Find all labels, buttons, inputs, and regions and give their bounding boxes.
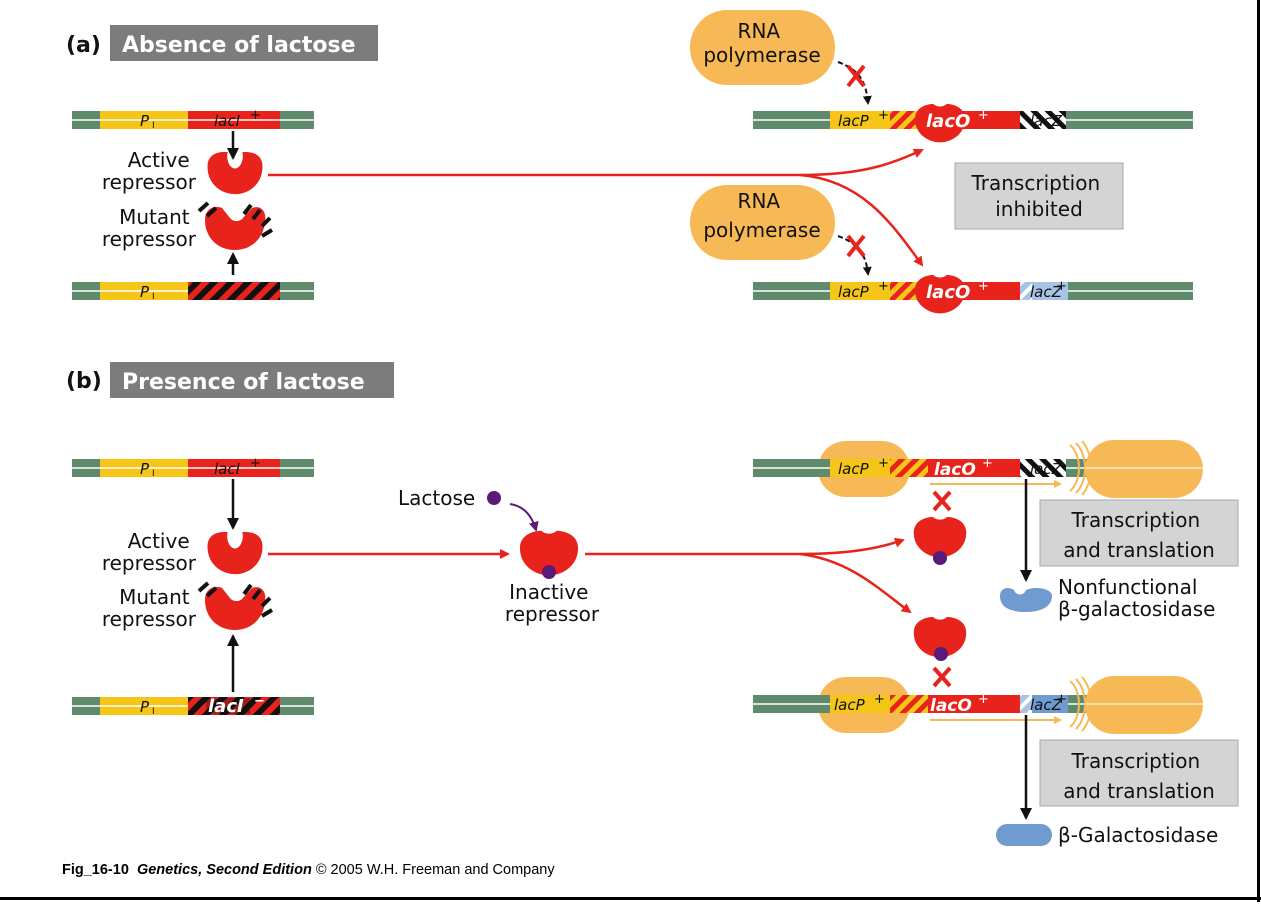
promoter-pi-sub: I [152, 121, 155, 131]
laco-label-b1: lacO [934, 460, 976, 480]
caption-book-title: Genetics, Second Edition [136, 862, 312, 878]
lacz-label-a2: lacZ [1030, 283, 1063, 301]
lacp-plus-b1: + [878, 456, 889, 471]
promoter-pi-label-3: P [140, 460, 150, 478]
transcription-inhibited-box: Transcription inhibited [954, 162, 1124, 230]
x-mark-icon [846, 234, 866, 258]
lactose-label: Lactose [398, 486, 475, 510]
lacz-plus-b2: + [1056, 692, 1067, 707]
lactose-molecule [487, 491, 501, 505]
laco-plus-b1: + [982, 456, 993, 471]
x-mark-icon [932, 490, 952, 512]
lacp-plus-a2: + [878, 279, 889, 294]
dna-operon-a2: lacP + lacZ + [753, 279, 1193, 301]
bound-lactose [542, 565, 556, 579]
svg-text:RNA polymerase: RNA polymerase [703, 189, 820, 242]
caption-figure-id: Fig_16-10 [62, 862, 129, 878]
dna-laci-plus-a: P I lacI + [72, 108, 314, 131]
beta-galactosidase-icon [996, 824, 1052, 846]
frame-border-bottom [0, 897, 1261, 900]
lacz-label-b2: lacZ [1030, 696, 1063, 714]
rna-polymerase-a2: RNA polymerase [690, 185, 835, 260]
panel-b-title: Presence of lactose [122, 370, 365, 395]
bound-lactose-b1 [933, 551, 947, 565]
mutant-repressor-a [197, 201, 274, 250]
repressor-path-upper-a [268, 148, 924, 177]
laci-plus-sign: + [250, 108, 261, 123]
panel-a-header-bg [110, 25, 378, 61]
lacp-label-a1: lacP [838, 112, 870, 130]
inactive-path-upper [585, 537, 905, 556]
repressor-path-lower-a [799, 173, 924, 267]
panel-b-header-bg [110, 362, 394, 398]
dna-laci-minus-a: P I [72, 282, 314, 302]
laci-plus-label: lacI [214, 112, 241, 130]
lacp-label-a2: lacP [838, 283, 870, 301]
rna-polymerase-a1: RNA polymerase [690, 10, 835, 85]
mutant-repressor-label-a: Mutant repressor [102, 205, 197, 251]
laci-plus-label-b: lacI [214, 460, 241, 478]
frame-border-right [1257, 0, 1260, 902]
laco-plus-a1: + [978, 108, 989, 123]
nonfunctional-enzyme-icon [1000, 588, 1052, 612]
panel-a-title: Absence of lactose [122, 33, 356, 58]
lacp-plus-a1: + [878, 108, 889, 123]
lactose-arrow [509, 503, 539, 532]
x-mark-icon [932, 666, 952, 688]
panel-a-letter: (a) [66, 33, 101, 58]
active-repressor-label-a: Active repressor [102, 148, 197, 194]
dna-laci-plus-b: P I lacI + [72, 456, 314, 479]
active-repressor-b [207, 532, 263, 575]
promoter-pi-label-2: P [140, 283, 150, 301]
lacz-plus-a2: + [1056, 279, 1067, 294]
promoter-pi-sub-3: I [152, 469, 155, 479]
laco-label-a1: lacO [926, 111, 970, 132]
laci-plus-sign-b: + [250, 456, 261, 471]
transcription-translation-box-1: Transcription and translation [1039, 499, 1239, 567]
svg-text:Transcription and tran: Transcription and translation [1063, 508, 1215, 562]
inactive-path-lower [799, 552, 912, 614]
mutant-repressor-label-b: Mutant repressor [102, 585, 197, 631]
promoter-pi-sub-4: I [152, 707, 155, 717]
panel-b-letter: (b) [66, 369, 102, 394]
laco-plus-b2: + [978, 692, 989, 707]
polymerase-arrow-a1 [837, 61, 872, 105]
lacp-plus-b2: + [874, 692, 885, 707]
transcription-translation-box-2: Transcription and translation [1039, 739, 1239, 807]
laco-label-b2: lacO [930, 696, 972, 716]
laci-minus-sign: − [254, 694, 265, 709]
svg-text:Transcription inhibite: Transcription inhibited [971, 171, 1107, 221]
svg-text:Transcription and tran: Transcription and translation [1063, 749, 1215, 803]
dna-operon-b1: lacP + lacO + lacZ [753, 440, 1203, 498]
nonfunctional-label: Nonfunctional β-galactosidase [1058, 575, 1215, 621]
inactive-repressor-label: Inactive repressor [505, 580, 600, 626]
panel-b: (b) Presence of lactose P I lacI + Activ… [66, 362, 1239, 847]
promoter-pi-sub-2: I [152, 292, 155, 302]
dna-laci-minus-b: P I lacI − [72, 694, 314, 717]
lacp-label-b2: lacP [834, 696, 866, 714]
promoter-pi-label-4: P [140, 698, 150, 716]
laco-label-a2: lacO [926, 282, 970, 303]
figure-caption: Fig_16-10 Genetics, Second Edition © 200… [62, 862, 555, 878]
laci-minus-label: lacI [208, 696, 244, 717]
panel-a: (a) Absence of lactose P I lacI + Active… [66, 10, 1193, 314]
beta-galactosidase-label: β-Galactosidase [1058, 823, 1218, 847]
laco-plus-a2: + [978, 279, 989, 294]
lacz-label-a1: lacZ [1030, 112, 1063, 130]
active-repressor-a [207, 152, 263, 195]
dna-operon-b2: lacP + lacO + lacZ + [753, 676, 1203, 734]
active-repressor-label-b: Active repressor [102, 529, 197, 575]
caption-copyright: © 2005 W.H. Freeman and Company [315, 862, 555, 878]
dna-operon-a1: lacP + lacZ [753, 108, 1193, 130]
promoter-pi-label: P [140, 112, 150, 130]
bound-lactose-b2 [934, 647, 948, 661]
lacz-label-b1: lacZ [1030, 460, 1063, 478]
svg-text:RNA polymerase: RNA polymerase [703, 19, 820, 67]
x-mark-icon [846, 64, 866, 88]
mutant-repressor-b [197, 581, 274, 630]
lacp-label-b1: lacP [838, 460, 870, 478]
